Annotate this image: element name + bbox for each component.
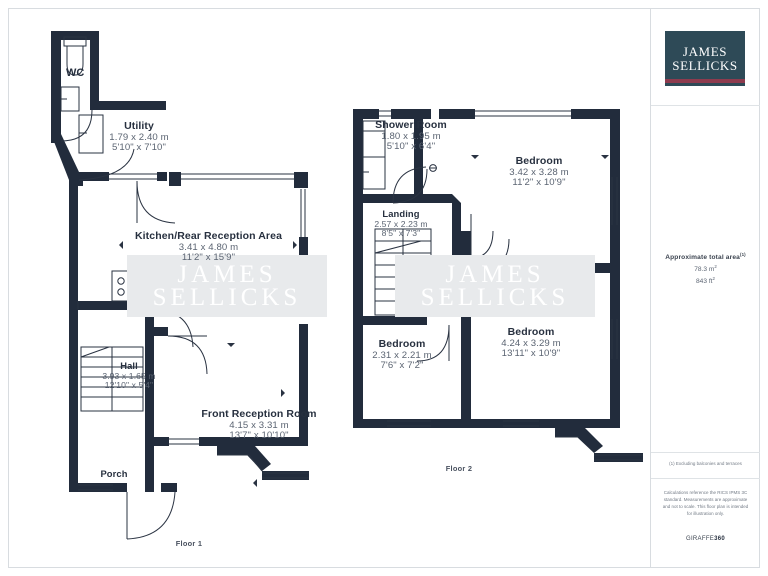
page-border <box>8 8 760 568</box>
total-area-title: Approximate total area(1) <box>665 252 746 262</box>
vertical-divider <box>650 8 651 568</box>
room-label-landing: Landing 2.57 x 2.23 m 8'5" x 7'3" <box>374 208 428 239</box>
room-label-porch: Porch <box>100 468 128 479</box>
total-area-block: Approximate total area(1) 78.3 m2 843 ft… <box>651 252 760 286</box>
plan-vector-layer <box>51 31 643 540</box>
room-label-bedroom-3: Bedroom 2.31 x 2.21 m 7'6" x 7'2" <box>372 338 432 372</box>
disclaimer-text: Calculations reference the RICS IPMS 3C … <box>662 490 749 516</box>
logo-line-1: JAMES <box>682 43 728 59</box>
room-label-bedroom-2: Bedroom 4.24 x 3.29 m 13'11" x 10'9" <box>501 326 561 360</box>
room-label-hall: Hall 3.93 x 1.65 m 12'10" x 5'4" <box>102 360 156 391</box>
room-label-utility: Utility 1.79 x 2.40 m 5'10" x 7'10" <box>109 120 169 154</box>
logo-line-2: SELLICKS <box>672 57 738 73</box>
floor-label-1: Floor 1 <box>175 539 203 548</box>
brand-logo: JAMES SELLICKS <box>665 31 745 86</box>
total-area-imperial: 843 ft2 <box>696 276 715 286</box>
room-label-bedroom-1: Bedroom 3.42 x 3.28 m 11'2" x 10'9" <box>509 155 569 189</box>
provider-brand: GIRAFFE360 <box>685 536 726 542</box>
total-area-footnote-marker: (1) <box>739 252 746 257</box>
room-label-front-reception: Front Reception Room 4.15 x 3.31 m 13'7"… <box>201 408 317 442</box>
sidebar: JAMES SELLICKS Approximate total area(1)… <box>651 9 760 567</box>
room-label-shower-room: Shower Room 1.80 x 1.95 m 5'10" x 6'4" <box>375 119 447 153</box>
sidebar-divider-mid <box>651 452 760 453</box>
sidebar-divider-top <box>651 105 760 106</box>
logo-accent-bar <box>665 79 745 83</box>
room-label-wc: WC <box>66 67 85 79</box>
total-area-metric: 78.3 m2 <box>694 264 717 274</box>
footnote-text: (1) Excluding balconies and terraces <box>669 461 742 466</box>
plan-canvas: JAMES SELLICKS JAMES SELLICKS WC Utility… <box>9 9 650 567</box>
room-label-kitchen: Kitchen/Rear Reception Area 3.41 x 4.80 … <box>134 230 283 264</box>
sidebar-divider-bottom <box>651 478 760 479</box>
floor-label-2: Floor 2 <box>445 464 473 473</box>
